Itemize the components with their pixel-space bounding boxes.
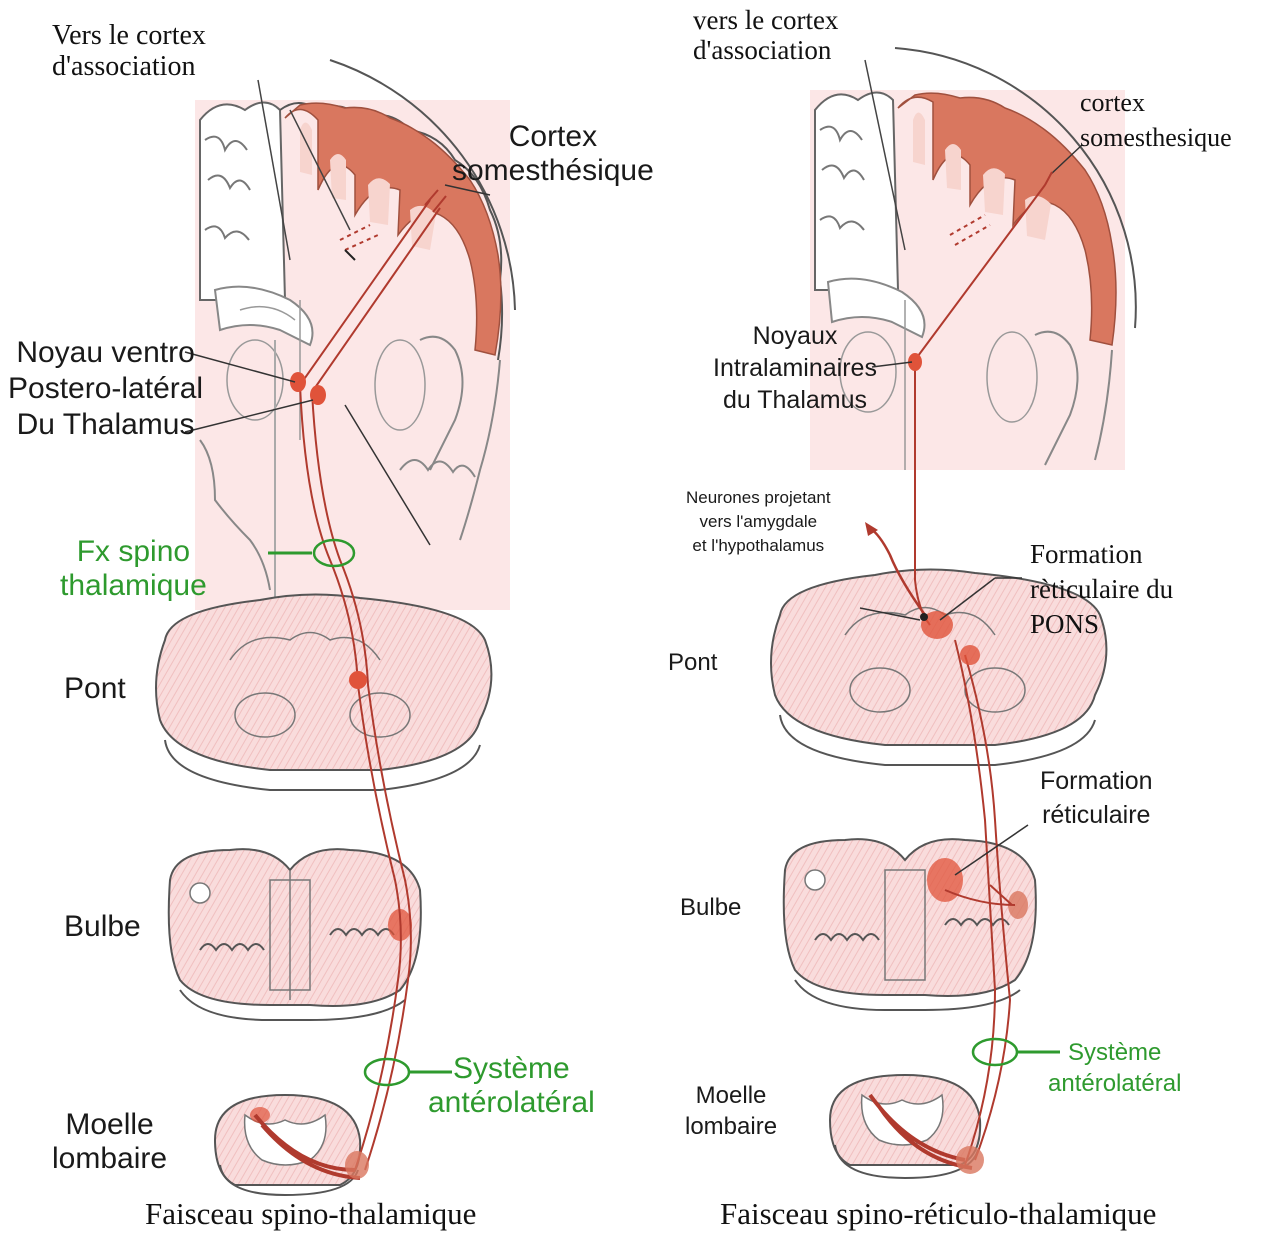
right-cortex-line2: somesthesique [1080,120,1232,155]
left-system-label: Système antérolatéral [428,1052,595,1119]
right-nucleus-label: Noyaux Intralaminaires du Thalamus [713,320,877,416]
right-moelle-label: Moelle lombaire [685,1080,777,1142]
right-pons-formation-line3: PONS [1030,607,1173,642]
left-pont-label: Pont [64,672,126,706]
right-bulbe-label: Bulbe [680,895,741,922]
left-tract-label: Fx spino thalamique [60,535,207,602]
left-caption: Faisceau spino-thalamique [145,1196,476,1232]
right-nucleus-line2: Intralaminaires [713,352,877,384]
left-cortex-line1: Cortex [452,120,654,154]
left-moelle-line1: Moelle [52,1108,167,1142]
right-system-line2: antérolatéral [1048,1068,1181,1099]
right-formation-line2: réticulaire [1040,799,1153,833]
right-formation-line1: Formation [1040,765,1153,799]
right-neurons-line3: et l'hypothalamus [686,534,831,558]
left-moelle-line2: lombaire [52,1142,167,1176]
right-cortex-line1: cortex [1080,85,1232,120]
right-cortex-label: cortex somesthesique [1080,85,1232,155]
right-system-label: Système antérolatéral [1048,1037,1181,1099]
right-association-line1: vers le cortex [693,5,838,35]
right-nucleus-line3: du Thalamus [713,384,877,416]
right-nucleus-line1: Noyaux [713,320,877,352]
left-system-line1: Système [428,1052,595,1086]
right-pons-formation-line2: rèticulaire du [1030,572,1173,607]
right-moelle-line1: Moelle [685,1080,777,1111]
left-tract-line1: Fx spino [60,535,207,569]
left-association-line2: d'association [52,51,206,82]
right-system-line1: Système [1048,1037,1181,1068]
left-nucleus-line3: Du Thalamus [8,407,203,443]
right-neurons-label: Neurones projetant vers l'amygdale et l'… [686,486,831,558]
right-formation-label: Formation réticulaire [1040,765,1153,833]
left-tract-line2: thalamique [60,569,207,603]
left-system-line2: antérolatéral [428,1086,595,1120]
left-cortex-label: Cortex somesthésique [452,120,654,187]
right-association-label: vers le cortex d'association [693,5,838,65]
left-pons-section [156,594,491,790]
right-association-line2: d'association [693,35,838,65]
right-pons-formation-label: Formation rèticulaire du PONS [1030,537,1173,642]
left-medulla-section [169,849,421,1020]
right-neurons-line1: Neurones projetant [686,486,831,510]
right-pont-label: Pont [668,650,717,677]
left-bulbe-label: Bulbe [64,910,141,944]
right-neurons-line2: vers l'amygdale [686,510,831,534]
left-association-label: Vers le cortex d'association [52,20,206,83]
left-association-line1: Vers le cortex [52,20,206,51]
left-nucleus-line1: Noyau ventro [8,335,203,371]
right-pons-formation-line1: Formation [1030,537,1173,572]
right-moelle-line2: lombaire [685,1111,777,1142]
left-panel-art [156,60,515,1195]
left-cortex-line2: somesthésique [452,154,654,188]
left-nucleus-label: Noyau ventro Postero-latéral Du Thalamus [8,335,203,443]
left-moelle-label: Moelle lombaire [52,1108,167,1175]
right-green-marker [973,1039,1017,1065]
left-nucleus-line2: Postero-latéral [8,371,203,407]
right-caption: Faisceau spino-réticulo-thalamique [720,1196,1156,1232]
